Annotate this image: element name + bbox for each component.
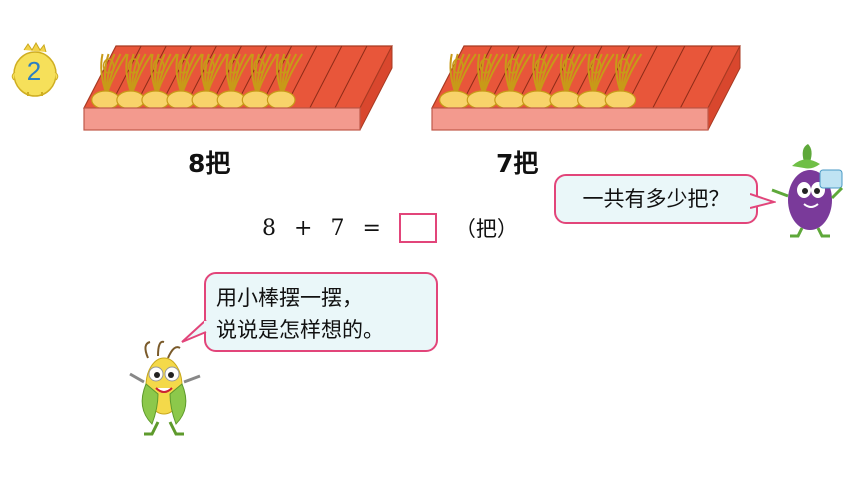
tray-front-face bbox=[431, 107, 709, 131]
tray-1-count-label: 8把 bbox=[188, 149, 231, 178]
tray-with-stick-bundles bbox=[431, 45, 741, 131]
tray-7-bundles bbox=[430, 44, 742, 134]
speech-bubble-tail bbox=[181, 319, 208, 343]
chick-icon bbox=[11, 41, 59, 97]
hint-line-1: 用小棒摆一摆， bbox=[216, 286, 363, 310]
stick-bundle bbox=[91, 53, 128, 110]
tray-slot-divider bbox=[334, 45, 368, 109]
equals-sign: = bbox=[362, 215, 381, 241]
hint-line-2: 说说是怎样想的。 bbox=[216, 318, 384, 342]
answer-box[interactable] bbox=[398, 213, 437, 243]
tray-front-face bbox=[83, 107, 361, 131]
stick-bundle bbox=[521, 53, 560, 110]
stick-bundle bbox=[549, 53, 588, 110]
plus-sign: + bbox=[294, 215, 313, 241]
stick-bundle bbox=[116, 53, 153, 110]
problem-number-badge: 2 bbox=[10, 41, 60, 98]
stick-bundle bbox=[494, 53, 532, 110]
stick-bundle bbox=[266, 53, 304, 110]
addend-b: 7 bbox=[330, 215, 345, 241]
unit-label: （把） bbox=[454, 217, 518, 241]
hint-speech-bubble: 用小棒摆一摆， 说说是怎样想的。 bbox=[204, 272, 438, 352]
tray-8-bundles bbox=[82, 44, 394, 134]
question-text: 一共有多少把？ bbox=[582, 187, 730, 211]
tray-slot-divider bbox=[652, 45, 686, 109]
tray-slot-divider bbox=[309, 45, 343, 109]
stick-bundle bbox=[241, 53, 278, 110]
eggplant-character bbox=[764, 140, 860, 240]
stick-bundle bbox=[191, 53, 228, 110]
addition-equation: 8 + 7 = （把） bbox=[262, 208, 518, 248]
stick-bundle bbox=[216, 53, 253, 110]
addend-a: 8 bbox=[262, 215, 276, 241]
problem-number: 2 bbox=[26, 56, 42, 86]
tray-with-stick-bundles bbox=[83, 45, 393, 131]
stick-bundle bbox=[166, 53, 203, 110]
tray-slot-divider bbox=[679, 45, 713, 109]
stick-bundle bbox=[141, 53, 178, 110]
question-speech-bubble: 一共有多少把？ bbox=[554, 174, 758, 224]
corn-character bbox=[118, 338, 214, 438]
tray-2-count-label: 7把 bbox=[496, 149, 539, 178]
speech-bubble-tail bbox=[750, 193, 776, 209]
stick-bundle bbox=[604, 53, 643, 110]
eggplant-icon bbox=[771, 144, 844, 238]
corn-icon bbox=[129, 340, 201, 436]
